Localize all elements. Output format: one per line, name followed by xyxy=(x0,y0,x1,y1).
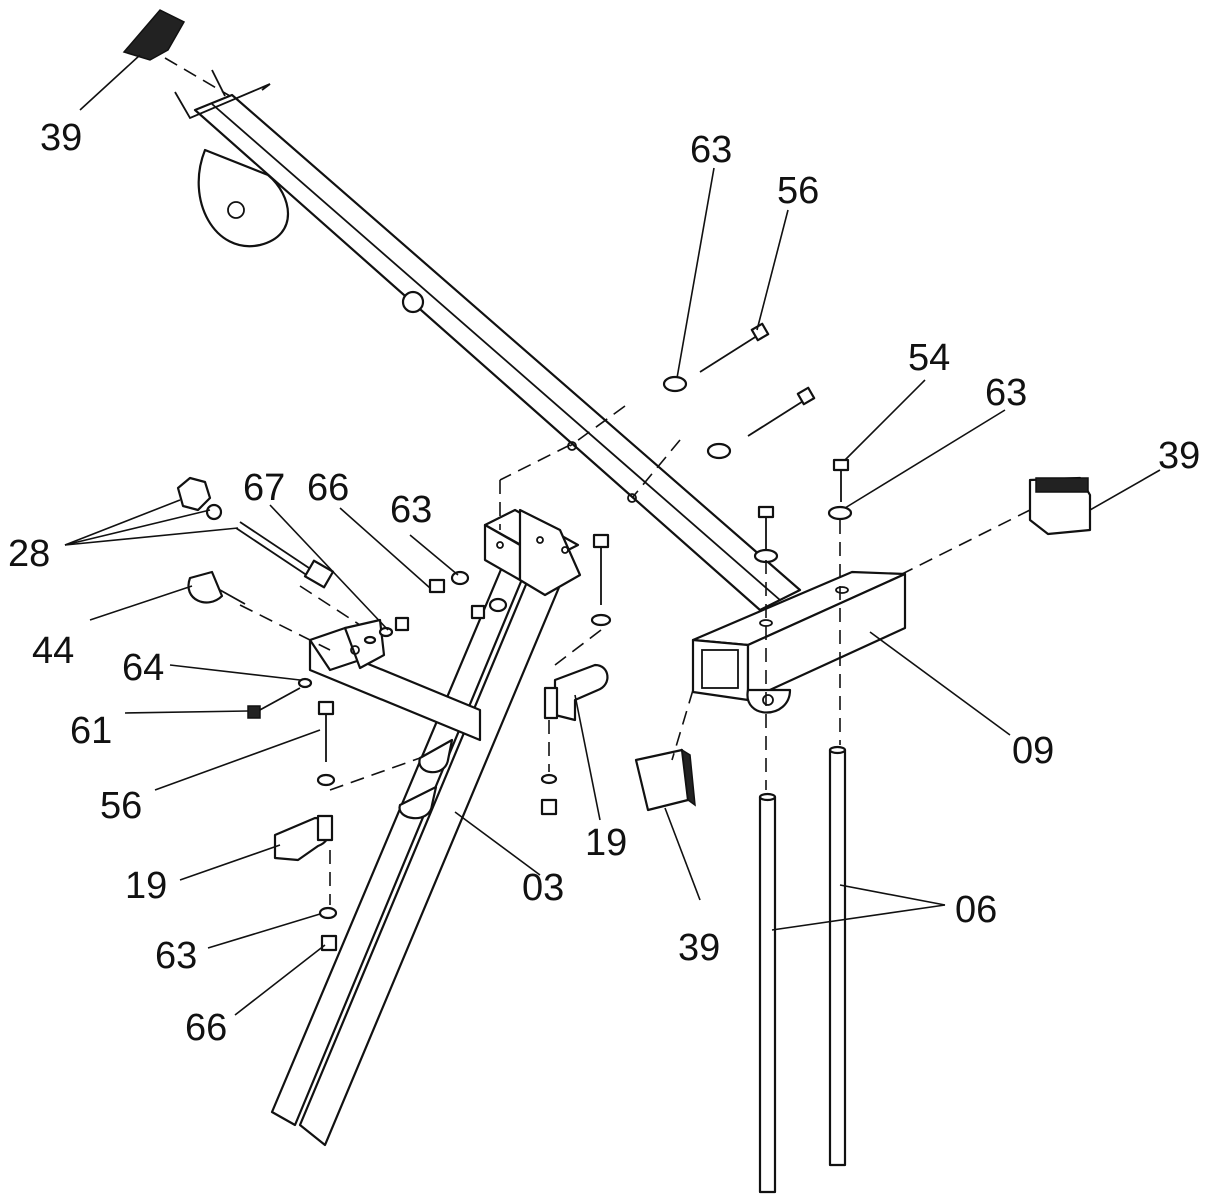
leader-lines xyxy=(64,54,1161,1016)
callout-44: 44 xyxy=(32,630,74,672)
callout-39-top: 39 xyxy=(40,117,82,159)
callout-39-right: 39 xyxy=(1158,435,1200,477)
callout-63-d: 63 xyxy=(155,935,197,977)
callout-labels: 39 63 56 54 63 39 67 66 63 28 44 64 61 0… xyxy=(8,117,1200,1049)
main-arm-tube xyxy=(174,69,802,612)
callout-64: 64 xyxy=(122,647,164,689)
callout-66-b: 66 xyxy=(185,1007,227,1049)
callout-39-bottom: 39 xyxy=(678,927,720,969)
callout-63-b: 63 xyxy=(985,372,1027,414)
end-caps-39 xyxy=(122,9,1092,812)
callout-56-a: 56 xyxy=(777,170,819,212)
callout-06: 06 xyxy=(955,889,997,931)
callout-19-a: 19 xyxy=(585,822,627,864)
callout-67: 67 xyxy=(243,467,285,509)
callout-56-b: 56 xyxy=(100,785,142,827)
callout-28: 28 xyxy=(8,533,50,575)
cross-tube-09 xyxy=(691,570,907,714)
lower-frame-03 xyxy=(270,508,582,1147)
assembly-lines xyxy=(164,57,1031,905)
callout-63-a: 63 xyxy=(690,129,732,171)
callout-63-c: 63 xyxy=(390,489,432,531)
callout-03: 03 xyxy=(522,867,564,909)
callout-09: 09 xyxy=(1012,730,1054,772)
callout-61: 61 xyxy=(70,710,112,752)
callout-54: 54 xyxy=(908,337,950,379)
seat-bracket xyxy=(176,476,482,742)
guide-rods-06 xyxy=(758,745,847,1194)
fasteners xyxy=(273,322,853,952)
callout-19-b: 19 xyxy=(125,865,167,907)
callout-66-a: 66 xyxy=(307,467,349,509)
